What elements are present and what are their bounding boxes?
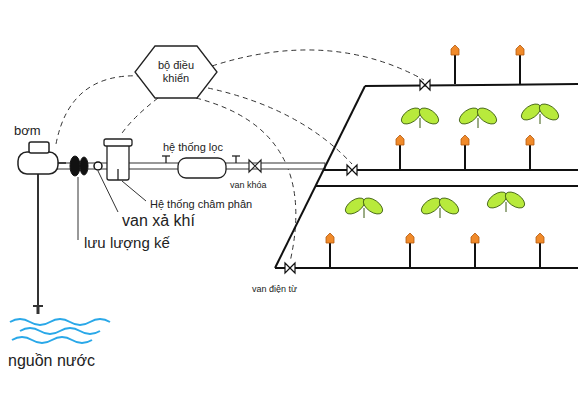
drip-emitters: [326, 45, 544, 268]
flow-meter: [70, 156, 88, 176]
pump: [18, 142, 66, 174]
plants: [343, 101, 562, 218]
air-valve: [94, 162, 102, 170]
suction-pipe: [33, 172, 43, 314]
controller-hexagon: bộ điều khiển: [134, 45, 218, 99]
air-valve-label: van xả khí: [122, 212, 195, 230]
node-text: bộ điều khiển: [149, 59, 203, 85]
solenoid-valves: [285, 80, 430, 273]
valve-label: van khóa: [230, 180, 267, 190]
filter: [162, 156, 240, 178]
water-source-label: nguồn nước: [8, 352, 95, 370]
water-source: [10, 319, 110, 343]
flow-meter-label: lưu lượng kế: [84, 234, 170, 251]
shutoff-valve: [249, 160, 261, 172]
control-wires: [56, 50, 424, 262]
leader-lines: [78, 171, 146, 240]
pump-label: bơm: [14, 124, 41, 139]
fertilizer-label: Hệ thống châm phân: [150, 198, 252, 211]
field-pipes: [275, 84, 578, 268]
fertilizer-tank: [104, 139, 132, 180]
filter-label: hệ thống lọc: [163, 141, 223, 154]
solenoid-label: van điện từ: [252, 284, 297, 294]
